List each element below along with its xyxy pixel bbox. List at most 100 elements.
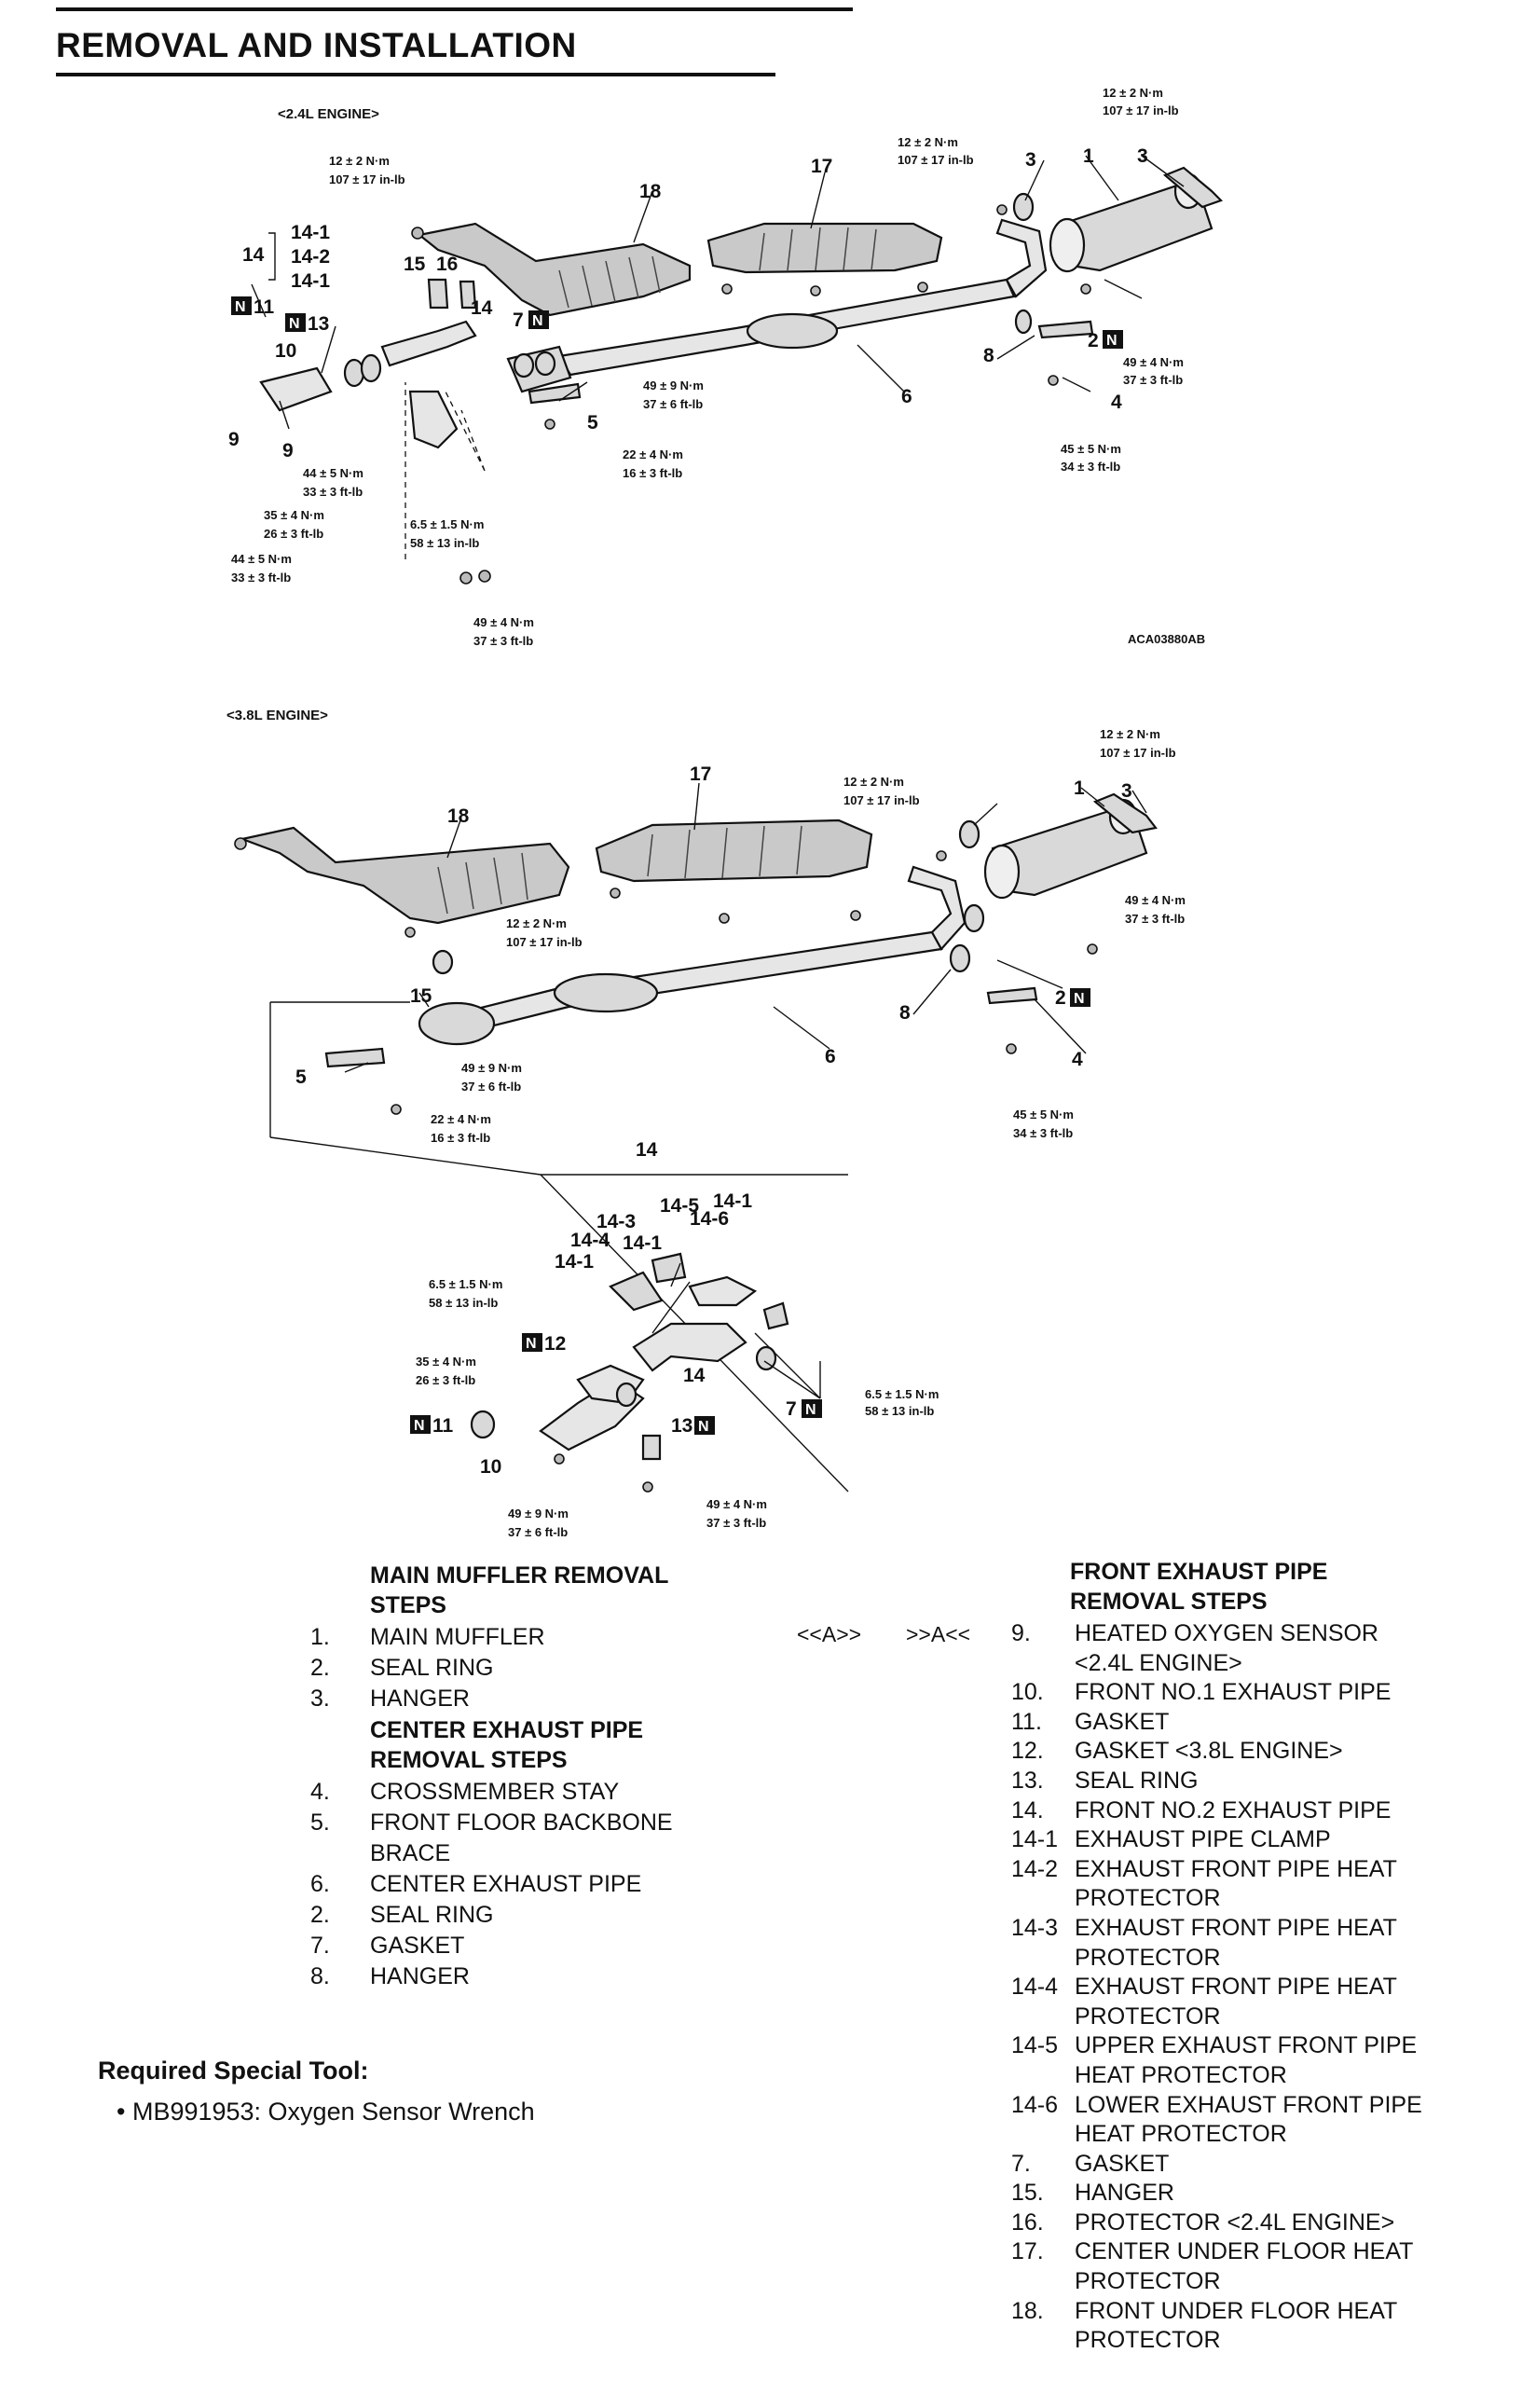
svg-text:12 ± 2 N·m: 12 ± 2 N·m [329, 154, 390, 168]
step-item: 1.MAIN MUFFLER [310, 1622, 795, 1653]
step-text: SEAL RING [370, 1902, 494, 1928]
svg-text:5: 5 [587, 412, 598, 433]
step-text: HEAT PROTECTOR [1075, 2121, 1287, 2148]
step-text: <2.4L ENGINE> [1075, 1649, 1242, 1676]
step-number: 4. [310, 1779, 330, 1805]
step-text: LOWER EXHAUST FRONT PIPE [1075, 2091, 1422, 2118]
svg-text:37 ± 6 ft-lb: 37 ± 6 ft-lb [508, 1525, 568, 1539]
step-number: 6. [310, 1871, 330, 1897]
step-text: SEAL RING [370, 1655, 494, 1681]
svg-text:15: 15 [410, 985, 432, 1007]
svg-text:3: 3 [1137, 145, 1148, 167]
step-item: 13.SEAL RING [1011, 1766, 1519, 1796]
step-number: 9. [1011, 1620, 1031, 1646]
svg-text:37 ± 3 ft-lb: 37 ± 3 ft-lb [706, 1516, 766, 1530]
svg-text:14-5: 14-5 [660, 1195, 699, 1217]
step-item: HEAT PROTECTOR [1011, 2060, 1519, 2090]
step-text: HEATED OXYGEN SENSOR [1075, 1620, 1378, 1646]
svg-text:16: 16 [436, 254, 458, 275]
svg-text:58 ± 13 in-lb: 58 ± 13 in-lb [410, 536, 479, 550]
step-text: FRONT UNDER FLOOR HEAT [1075, 2297, 1398, 2324]
svg-text:N: N [805, 1402, 816, 1418]
step-number: 7. [310, 1933, 330, 1959]
svg-text:14-1: 14-1 [713, 1190, 752, 1212]
step-text: EXHAUST FRONT PIPE HEAT [1075, 1914, 1397, 1941]
step-item: 8.HANGER [310, 1961, 795, 1992]
svg-text:3: 3 [1121, 780, 1132, 802]
svg-text:6: 6 [825, 1046, 836, 1067]
step-number: 14-4 [1011, 1974, 1059, 2001]
front-pipe-steps-list: 9.HEATED OXYGEN SENSOR<2.4L ENGINE>10.FR… [1011, 1618, 1519, 2355]
svg-text:37 ± 3 ft-lb: 37 ± 3 ft-lb [1125, 912, 1185, 926]
svg-text:N: N [698, 1419, 709, 1435]
svg-text:33 ± 3 ft-lb: 33 ± 3 ft-lb [303, 485, 363, 499]
svg-text:107 ± 17 in-lb: 107 ± 17 in-lb [506, 935, 583, 949]
svg-text:14-3: 14-3 [596, 1211, 636, 1232]
step-number: 12. [1011, 1738, 1044, 1765]
step-number: 8. [310, 1963, 330, 1989]
step-number: 14-3 [1011, 1914, 1059, 1941]
engine-label-3-8l: <3.8L ENGINE> [226, 708, 328, 723]
step-number: 18. [1011, 2297, 1044, 2324]
figure-code: ACA03880AB [1128, 632, 1205, 646]
svg-text:12 ± 2 N·m: 12 ± 2 N·m [1100, 727, 1160, 741]
svg-text:22 ± 4 N·m: 22 ± 4 N·m [431, 1112, 491, 1126]
svg-text:37 ± 6 ft-lb: 37 ± 6 ft-lb [643, 397, 703, 411]
step-item: <2.4L ENGINE> [1011, 1648, 1519, 1678]
svg-text:45 ± 5 N·m: 45 ± 5 N·m [1013, 1108, 1074, 1121]
step-number: 2. [310, 1902, 330, 1928]
mark-a-install: >>A<< [906, 1622, 971, 1646]
step-text: FRONT NO.1 EXHAUST PIPE [1075, 1679, 1392, 1706]
center-under-floor-heat-protector [706, 222, 943, 274]
svg-text:3: 3 [1025, 149, 1036, 171]
step-number: 17. [1011, 2238, 1044, 2265]
step-item: 6. CENTER EXHAUST PIPE [310, 1869, 795, 1900]
svg-text:4: 4 [1111, 392, 1122, 413]
svg-text:6.5 ± 1.5 N·m: 6.5 ± 1.5 N·m [410, 517, 484, 531]
svg-text:N: N [526, 1336, 537, 1352]
step-item: 14.FRONT NO.2 EXHAUST PIPE [1011, 1796, 1519, 1825]
step-text: CROSSMEMBER STAY [370, 1779, 620, 1805]
top-rule [56, 7, 853, 11]
svg-text:16 ± 3 ft-lb: 16 ± 3 ft-lb [431, 1131, 490, 1145]
center-under-floor-heat-protector-38 [595, 819, 873, 883]
step-number: 15. [1011, 2180, 1044, 2207]
step-text: GASKET [1075, 2150, 1170, 2177]
front-under-floor-heat-protector [417, 222, 692, 317]
svg-text:N: N [532, 313, 543, 329]
step-item: 12.GASKET <3.8L ENGINE> [1011, 1736, 1519, 1766]
svg-text:9: 9 [228, 429, 240, 450]
svg-text:37 ± 3 ft-lb: 37 ± 3 ft-lb [1123, 373, 1183, 387]
required-tool-item: • MB991953: Oxygen Sensor Wrench [117, 2098, 535, 2126]
svg-text:8: 8 [983, 345, 994, 366]
mark-a-removal: <<A>> [797, 1622, 862, 1646]
svg-text:13: 13 [671, 1415, 692, 1437]
step-item: 17.CENTER UNDER FLOOR HEAT [1011, 2236, 1519, 2266]
step-number: 14-5 [1011, 2032, 1059, 2059]
svg-text:45 ± 5 N·m: 45 ± 5 N·m [1061, 442, 1121, 456]
svg-text:4: 4 [1072, 1049, 1083, 1070]
svg-text:107 ± 17 in-lb: 107 ± 17 in-lb [329, 172, 405, 186]
step-item: 2.SEAL RING [310, 1653, 795, 1684]
svg-text:14: 14 [683, 1365, 706, 1386]
step-text: PROTECTOR [1075, 1944, 1221, 1971]
step-item: 16.PROTECTOR <2.4L ENGINE> [1011, 2208, 1519, 2237]
svg-text:6.5 ± 1.5 N·m: 6.5 ± 1.5 N·m [429, 1277, 502, 1291]
svg-text:14-1: 14-1 [623, 1232, 662, 1254]
exhaust-diagrams: <2.4L ENGINE> [226, 86, 1224, 1539]
step-text: EXHAUST FRONT PIPE HEAT [1075, 1855, 1397, 1882]
svg-text:14: 14 [471, 297, 493, 319]
svg-text:44 ± 5 N·m: 44 ± 5 N·m [231, 552, 292, 566]
step-item: 15.HANGER [1011, 2178, 1519, 2208]
svg-text:1: 1 [1083, 145, 1094, 167]
svg-text:49 ± 4 N·m: 49 ± 4 N·m [706, 1497, 767, 1511]
step-text: MAIN MUFFLER [370, 1624, 545, 1650]
svg-text:12 ± 2 N·m: 12 ± 2 N·m [1103, 86, 1163, 100]
svg-text:44 ± 5 N·m: 44 ± 5 N·m [303, 466, 363, 480]
svg-text:17: 17 [690, 764, 711, 785]
step-text: CENTER EXHAUST PIPE [370, 1871, 642, 1897]
